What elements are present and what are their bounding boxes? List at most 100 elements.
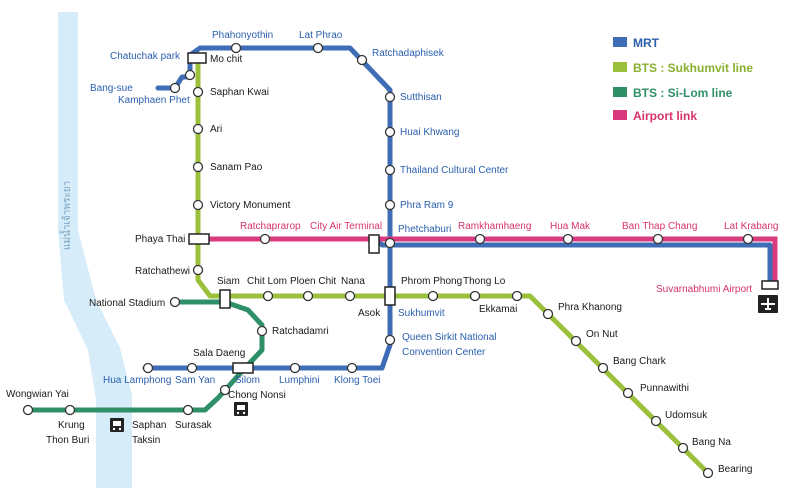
station-label: Thailand Cultural Center — [400, 165, 509, 176]
interchange-suvarnabhumi — [761, 280, 779, 290]
river-label: แม่น้ำเจ้าพระยา — [59, 181, 73, 250]
station-marker — [597, 362, 609, 374]
station-marker — [192, 123, 204, 135]
station-label: Lumphini — [279, 375, 320, 386]
station-label: National Stadium — [89, 298, 165, 309]
station-label: Ekkamai — [479, 304, 517, 315]
station-label: Chit Lom — [247, 276, 287, 287]
station-label: Udomsuk — [665, 410, 708, 421]
station-marker — [384, 126, 396, 138]
bus-icon — [234, 402, 248, 416]
station-marker — [742, 233, 754, 245]
station-marker — [289, 362, 301, 374]
bus-icon — [110, 418, 124, 432]
station-label: Sam Yan — [175, 375, 215, 386]
station-label: Taksin — [132, 435, 160, 446]
legend-label-mrt: MRT — [633, 36, 660, 50]
station-label: City Air Terminal — [310, 221, 382, 232]
silom-line — [28, 299, 265, 413]
station-marker — [344, 290, 356, 302]
station-marker — [650, 415, 662, 427]
interchange-phetchaburi — [368, 234, 380, 254]
interchange-phaya-thai — [188, 233, 210, 245]
interchange-asok — [384, 286, 396, 306]
station-label: Bang Na — [692, 437, 731, 448]
station-marker — [384, 164, 396, 176]
station-label: Ratchathewi — [135, 266, 190, 277]
station-label: Wongwian Yai — [6, 389, 69, 400]
station-label: Saphan Kwai — [210, 87, 269, 98]
airplane-icon — [758, 295, 778, 313]
station-label: Krung — [58, 420, 85, 431]
legend-swatch-sukhumvit — [613, 62, 627, 72]
station-marker — [622, 387, 634, 399]
interchange-mo-chit — [187, 52, 207, 64]
station-label: Phra Khanong — [558, 302, 622, 313]
station-label: Saphan — [132, 420, 166, 431]
station-label: Bang Chark — [613, 356, 667, 367]
station-label: Ratchaprarop — [240, 221, 301, 232]
station-label: Surasak — [175, 420, 213, 431]
station-marker — [474, 233, 486, 245]
station-marker — [677, 442, 689, 454]
interchange-sala-daeng — [232, 362, 254, 374]
station-label: Lat Phrao — [299, 30, 343, 41]
station-marker — [542, 308, 554, 320]
station-label: Bang-sue — [90, 83, 133, 94]
station-marker — [142, 362, 154, 374]
station-label: Lat Krabang — [724, 221, 779, 232]
station-label: Siam — [217, 276, 240, 287]
station-label: Victory Monument — [210, 200, 291, 211]
legend-swatch-airport — [613, 110, 627, 120]
station-label: Ratchadaphisek — [372, 48, 445, 59]
station-label: Suvarnabhumi Airport — [656, 284, 752, 295]
station-label: Phrom Phong — [401, 276, 462, 287]
station-marker — [192, 86, 204, 98]
river — [58, 12, 132, 488]
station-label: Thon Buri — [46, 435, 89, 446]
station-label: Phetchaburi — [398, 224, 451, 235]
station-label: Huai Khwang — [400, 127, 459, 138]
station-marker — [169, 296, 181, 308]
station-labels: Chatuchak park Mo chit Phahonyothin Lat … — [6, 30, 779, 475]
station-marker — [652, 233, 664, 245]
station-label: Mo chit — [210, 54, 242, 65]
station-marker — [427, 290, 439, 302]
station-marker — [192, 161, 204, 173]
station-marker — [570, 335, 582, 347]
station-marker — [186, 362, 198, 374]
station-marker — [192, 264, 204, 276]
station-label: Convention Center — [402, 347, 486, 358]
station-marker — [169, 82, 181, 94]
station-label: Phra Ram 9 — [400, 200, 454, 211]
station-label: Chatuchak park — [110, 51, 181, 62]
station-label: Sala Daeng — [193, 348, 245, 359]
station-marker — [384, 334, 396, 346]
station-label: Asok — [358, 308, 381, 319]
station-label: Silom — [235, 375, 260, 386]
station-marker — [192, 199, 204, 211]
station-marker — [312, 42, 324, 54]
station-label: Hua Mak — [550, 221, 591, 232]
station-label: Sutthisan — [400, 92, 442, 103]
station-marker — [184, 69, 196, 81]
station-marker — [219, 384, 231, 396]
station-label: Kamphaen Phet — [118, 95, 190, 106]
station-marker — [302, 290, 314, 302]
legend-swatch-mrt — [613, 37, 627, 47]
station-label: Ari — [210, 124, 222, 135]
legend-label-silom: BTS : Si-Lom line — [633, 86, 733, 100]
station-marker — [384, 199, 396, 211]
legend: MRT BTS : Sukhumvit line BTS : Si-Lom li… — [613, 36, 753, 123]
station-marker — [64, 404, 76, 416]
station-label: Hua Lamphong — [103, 375, 171, 386]
station-marker — [259, 233, 271, 245]
station-label: Thong Lo — [463, 276, 506, 287]
station-markers — [22, 42, 754, 479]
station-label: Ploen Chit — [290, 276, 336, 287]
station-label: Punnawithi — [640, 383, 689, 394]
station-marker — [562, 233, 574, 245]
station-label: Ban Thap Chang — [622, 221, 697, 232]
station-marker — [702, 467, 714, 479]
